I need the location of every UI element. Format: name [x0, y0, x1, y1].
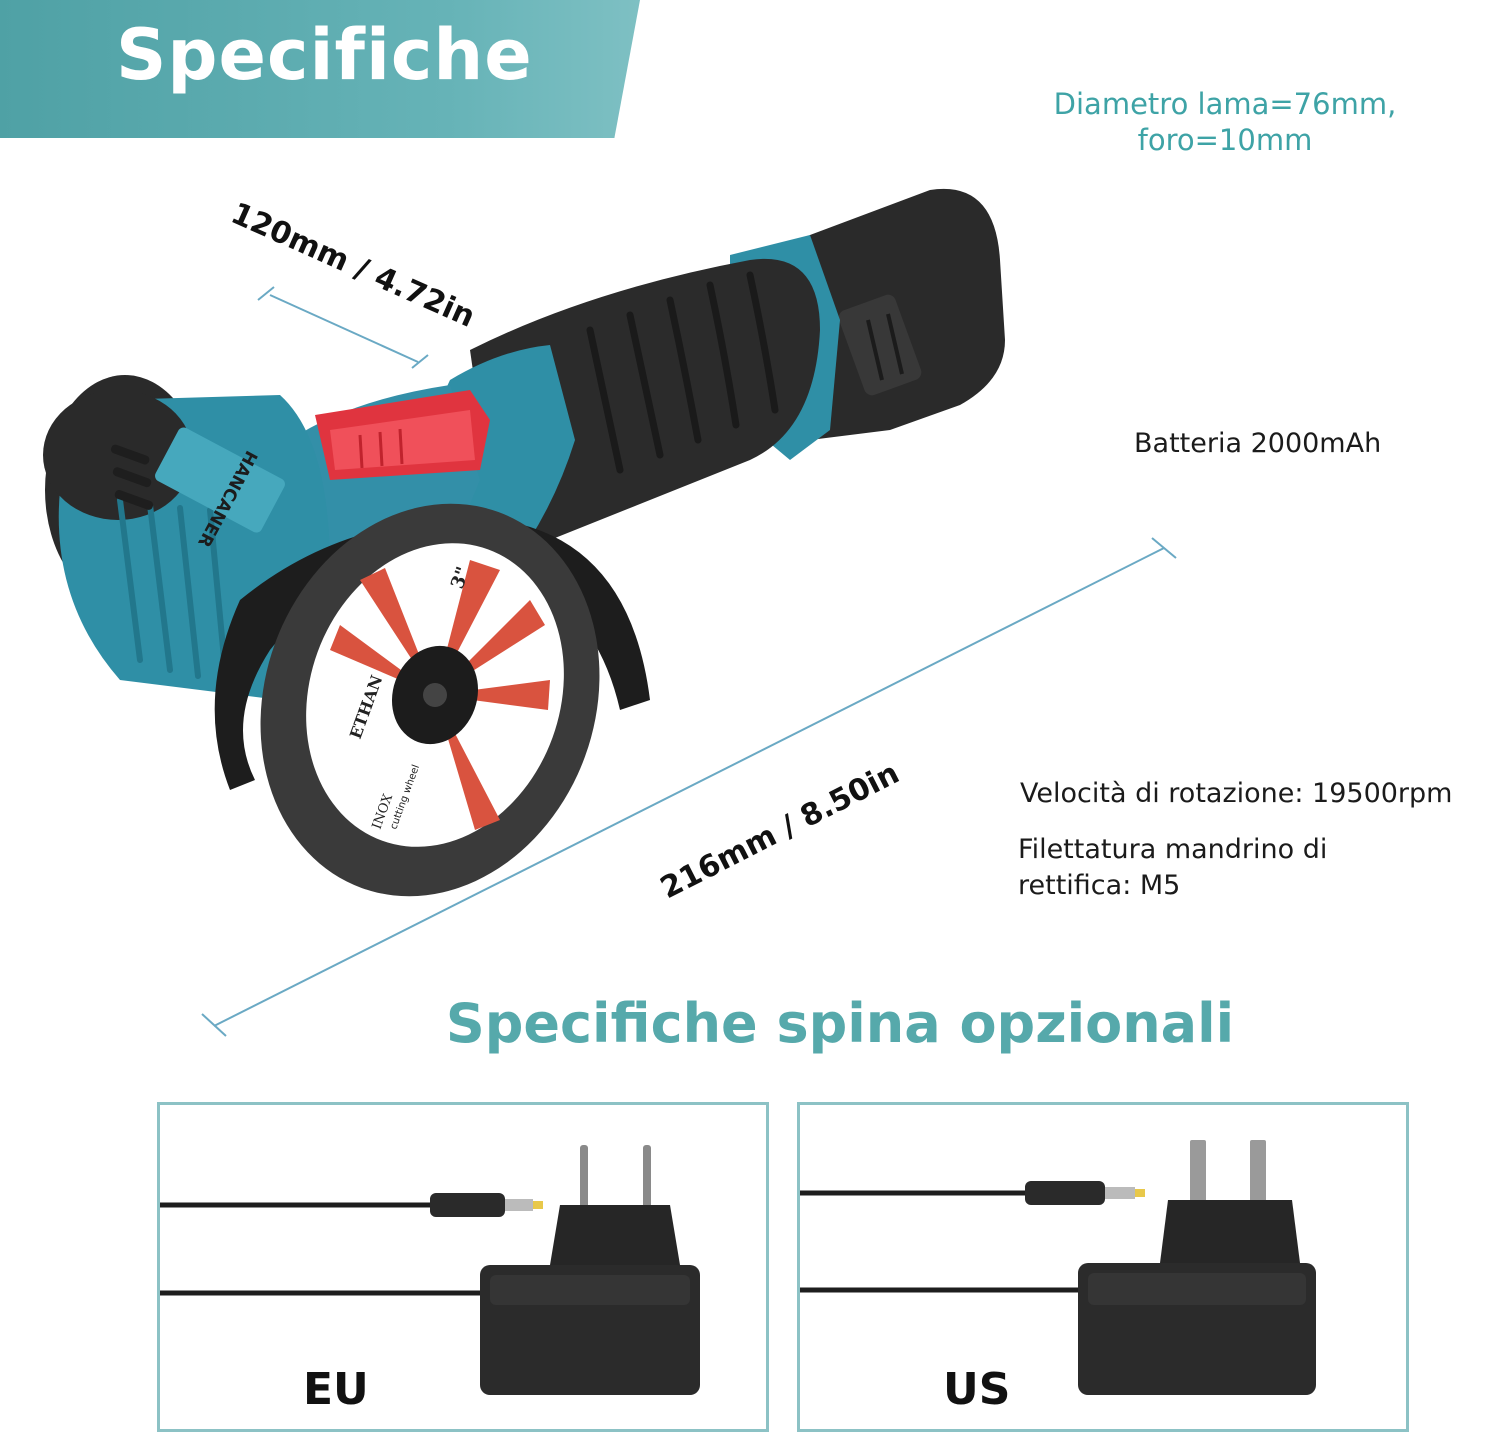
spec-blade-diameter: Diametro lama=76mm, foro=10mm — [1053, 87, 1397, 157]
us-charger-icon — [800, 1140, 1316, 1395]
plug-section-title: Specifiche spina opzionali — [445, 992, 1235, 1055]
page-title: Specifiche — [116, 14, 533, 96]
spec-thread-line1: Filettatura mandrino di — [1018, 834, 1328, 865]
cutting-disc: ETHAN 3" INOX cutting wheel — [260, 503, 600, 897]
spec-rotation-speed: Velocità di rotazione: 19500rpm — [1020, 778, 1453, 809]
spec-battery: Batteria 2000mAh — [1134, 428, 1382, 459]
plug-option-us: US — [797, 1102, 1409, 1432]
power-switch — [315, 390, 490, 480]
plug-label-us: US — [943, 1364, 1011, 1415]
angle-grinder-illustration: HANCANER ETHAN 3" INOX cutting wheel — [43, 188, 1005, 897]
eu-charger-icon — [160, 1145, 700, 1395]
plug-option-eu: EU — [157, 1102, 769, 1432]
header-banner — [0, 0, 640, 138]
spec-thread-line2: rettifica: M5 — [1018, 870, 1181, 901]
plug-label-eu: EU — [303, 1364, 369, 1415]
